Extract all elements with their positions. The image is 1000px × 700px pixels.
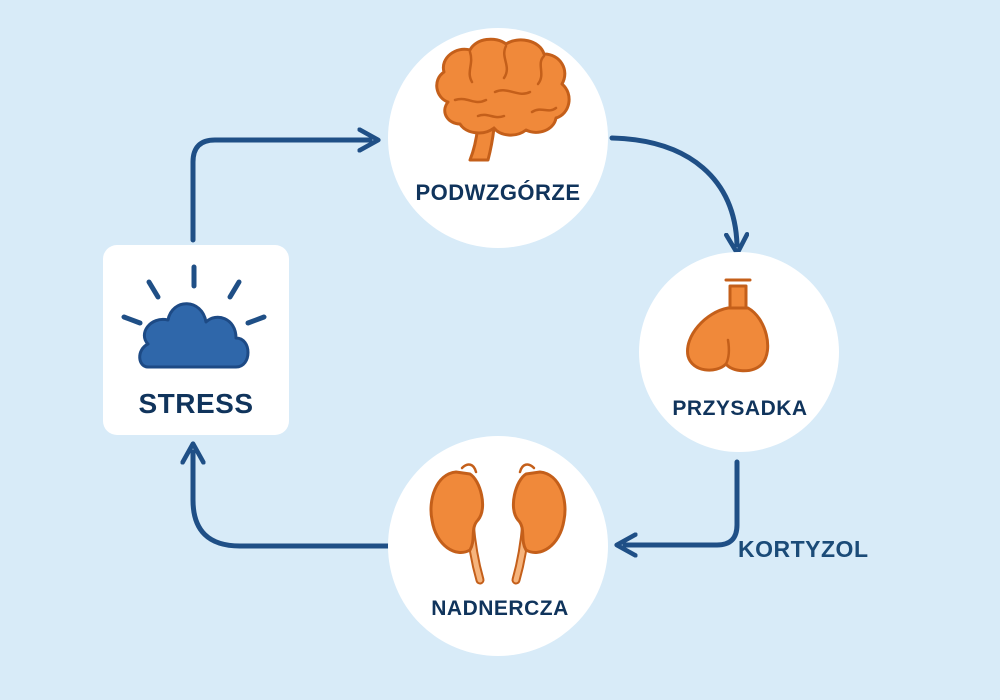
nadnercza-node [388, 436, 608, 656]
arrow-podwzgorze-to-przysadka [609, 135, 737, 245]
pituitary-gland-icon [686, 278, 770, 373]
kortyzol-label: KORTYZOL [738, 536, 869, 562]
nadnercza-label: NADNERCZA [431, 597, 569, 620]
kidneys-icon [429, 463, 567, 585]
stress-label: STRESS [138, 388, 254, 419]
podwzgorze-label: PODWZGÓRZE [415, 180, 581, 205]
arrow-stress-to-podwzgorze [190, 140, 370, 243]
cloud-sun-icon [121, 264, 267, 369]
przysadka-label: PRZYSADKA [672, 397, 808, 420]
arrow-przysadka-to-nadnercza [625, 459, 740, 545]
brain-icon [435, 37, 571, 162]
arrow-nadnercza-to-stress [193, 452, 391, 549]
